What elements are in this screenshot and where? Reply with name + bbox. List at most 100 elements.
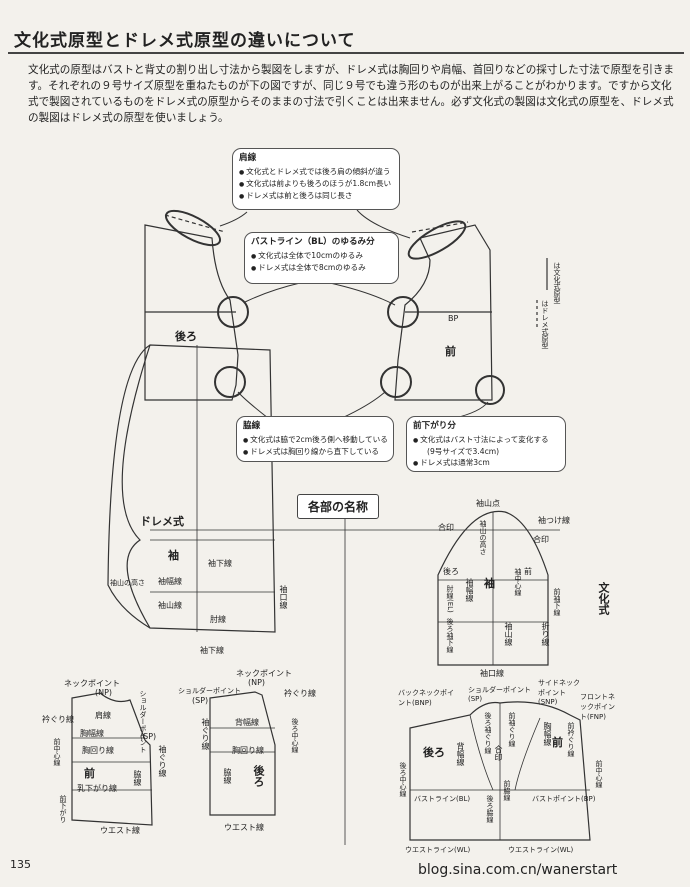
back-side-highlight: [214, 366, 246, 398]
bunka-label: 合印: [494, 745, 503, 761]
callout-note: (9号サイズで3.4cm): [427, 447, 500, 456]
dreme-back-body: 後ろ: [252, 765, 265, 787]
dart-highlight: [475, 375, 505, 405]
bunka-title: 文化式: [597, 582, 610, 615]
front-label: 前: [445, 345, 456, 358]
callout-bullet: 文化式は脇で2cm後ろ側へ移動している: [243, 434, 388, 446]
bunka-label: サイドネックポイント(SNP): [538, 679, 580, 706]
bust-callout: バストライン（BL）のゆるみ分 文化式は全体で10cmのゆるみ ドレメ式は全体で…: [244, 232, 399, 284]
bunka-sleeve-label: 袖: [484, 577, 495, 590]
dreme-label: ウエスト線: [100, 826, 140, 835]
dreme-label: 胸回り線: [232, 746, 264, 755]
callout-bullet: 文化式は前よりも後ろのほうが1.8cm長い: [239, 178, 393, 190]
bunka-label: 袖山点: [476, 499, 500, 508]
dreme-front-sp-abbr: (SP): [140, 732, 157, 741]
section-title: 各部の名称: [297, 494, 380, 519]
dreme-label: 乳下がり線: [77, 784, 117, 793]
dreme-back-np: ネックポイント: [236, 669, 292, 678]
bunka-label: ウエストライン(WL): [508, 846, 574, 854]
dreme-label: 袖ぐり線: [158, 745, 167, 777]
dreme-sleeve-label: 袖: [168, 549, 179, 562]
callout-bullet: 文化式とドレメ式では後ろ肩の傾斜が違う: [239, 166, 393, 178]
dreme-label: 袖幅線: [158, 577, 182, 586]
bunka-label: フロントネックポイント(FNP): [580, 693, 615, 721]
dreme-sleeve-cap: [107, 344, 151, 629]
bunka-sleeve-outline: [437, 510, 549, 666]
dreme-label: 袖下線: [208, 559, 232, 568]
legend-dreme: はドレメ式原型: [541, 300, 549, 349]
bp-label: BP: [448, 314, 459, 323]
dreme-label: 袖口線: [279, 585, 288, 609]
bunka-label: 前衿ぐり線: [567, 722, 575, 757]
dreme-label: 袖下線: [200, 646, 224, 655]
dreme-back-outline: [209, 691, 276, 816]
dreme-label: 肩線: [95, 711, 111, 720]
bunka-label: ショルダーポイント(SP): [468, 686, 531, 703]
bunka-label: 前中心線: [595, 760, 603, 788]
bunka-back-body: 後ろ: [423, 746, 445, 759]
bunka-front-body: 前: [552, 736, 563, 749]
bunka-label: 後ろ脇線: [486, 795, 494, 823]
callout-bullet: 文化式はバスト寸法によって変化する: [413, 434, 559, 446]
dreme-front-np: ネックポイント: [64, 679, 120, 688]
front-bodice-outline: [394, 224, 493, 401]
bunka-label: 胸幅線: [543, 722, 552, 746]
dreme-front-sp: ショルダーポイント: [139, 690, 147, 753]
callout-title: 脇線: [243, 421, 261, 431]
dreme-label: 袖山の高さ: [110, 579, 145, 587]
callout-title: バストライン（BL）のゆるみ分: [251, 237, 375, 247]
dreme-sleeve-outline: [121, 344, 276, 633]
bunka-label: 後ろ袖ぐり線: [484, 712, 492, 754]
dreme-label: 袖ぐり線: [201, 718, 210, 750]
bunka-label: 袖中心線: [514, 568, 522, 596]
bunka-label: バックネックポイント(BNP): [398, 689, 454, 707]
bunka-label: 袖口線: [480, 669, 504, 678]
bunka-label: ウエストライン(WL): [405, 846, 471, 854]
dreme-front-outline: [71, 692, 153, 826]
dreme-front-body: 前: [84, 767, 95, 780]
dreme-label: 肘線: [210, 615, 226, 624]
dreme-label: 後ろ中心線: [291, 718, 299, 753]
dreme-label: 衿ぐり線: [42, 715, 74, 724]
source-credit: blog.sina.com.cn/wanerstart: [418, 862, 618, 878]
bunka-label: 袖つけ線: [538, 516, 570, 525]
bunka-label: 袖山の高さ: [479, 520, 487, 555]
title-rule: [8, 52, 684, 54]
dreme-back-np-abbr: (NP): [248, 678, 266, 687]
dreme-label: 前中心線: [53, 738, 61, 766]
dreme-label: 背幅線: [235, 718, 259, 727]
callout-bullet: ドレメ式は前と後ろは同じ長さ: [239, 190, 393, 202]
bunka-bodice-outline: [409, 701, 591, 841]
bunka-label: バストポイント(BP): [532, 795, 596, 803]
bunka-label: 後ろ: [443, 567, 459, 576]
dreme-label: 衿ぐり線: [284, 689, 316, 698]
back-shoulder-highlight: [165, 209, 221, 247]
dreme-label: 胸回り線: [82, 746, 114, 755]
back-bust-highlight: [217, 296, 249, 328]
bunka-label: 後ろ中心線: [399, 762, 407, 797]
callout-title: 前下がり分: [413, 421, 456, 431]
dreme-label: 脇線: [133, 770, 142, 786]
dart-callout: 前下がり分 文化式はバスト寸法によって変化する (9号サイズで3.4cm) ドレ…: [406, 416, 566, 472]
bunka-label: 背幅線: [456, 742, 465, 766]
dreme-label: 脇線: [223, 768, 232, 784]
dreme-back-sp: ショルダーポイント: [178, 687, 241, 695]
dreme-label: 前下がり: [59, 795, 67, 823]
bunka-label: 肘線(EL): [446, 585, 454, 613]
callout-bullet: ドレメ式は通常3cm: [413, 457, 559, 469]
callout-bullet: ドレメ式は全体で8cmのゆるみ: [251, 262, 392, 274]
dreme-label: 胸幅線: [80, 729, 104, 738]
bunka-label: 前: [524, 567, 532, 576]
bunka-label: 後ろ袖下線: [446, 618, 454, 653]
bunka-label: 前脇線: [503, 780, 511, 801]
bunka-label: 袖山線: [504, 622, 513, 646]
bunka-label: 合印: [533, 535, 549, 544]
dreme-front-np-abbr: (NP): [95, 688, 113, 697]
callout-title: 肩線: [239, 153, 257, 163]
intro-paragraph: 文化式の原型はバストと背丈の割り出し寸法から製図をしますが、ドレメ式は胸回りや肩…: [28, 64, 675, 124]
bunka-label: 前袖ぐり線: [508, 712, 516, 747]
callout-bullet: ドレメ式は胸回り線から直下している: [243, 446, 387, 458]
bunka-label: 折り線: [541, 622, 550, 646]
callout-bullet: 文化式は全体で10cmのゆるみ: [251, 250, 392, 262]
